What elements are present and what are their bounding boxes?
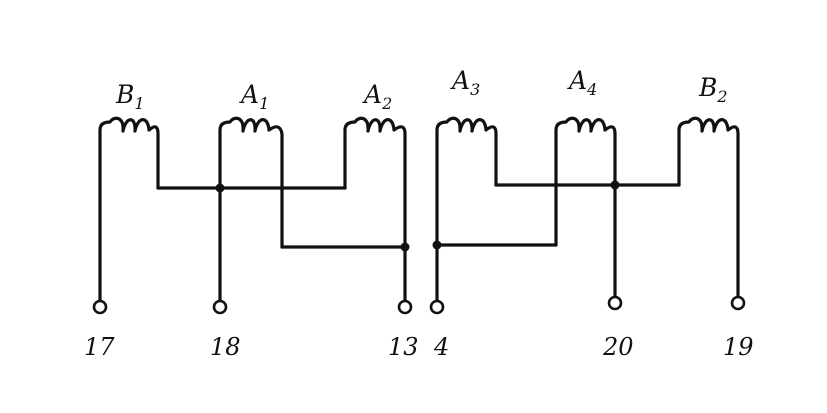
- coil-a3: [435, 116, 498, 302]
- coil-label-a1: A1: [239, 80, 269, 113]
- coil-a2: [343, 116, 407, 302]
- terminal-number-20: 20: [602, 333, 634, 361]
- coil-label-b1: B1: [115, 80, 145, 113]
- terminal-number-19: 19: [723, 333, 754, 361]
- junction-dot: [432, 240, 442, 250]
- terminal-20: [607, 295, 623, 311]
- coil-b2: [677, 116, 740, 302]
- terminal-number-13: 13: [388, 333, 419, 361]
- coil-label-a2: A2: [362, 80, 392, 113]
- terminal-18: [212, 299, 228, 315]
- junction-dot: [215, 183, 225, 193]
- terminal-13: [397, 299, 413, 315]
- terminal-number-18: 18: [210, 333, 241, 361]
- terminal-number-17: 17: [84, 333, 115, 361]
- junction-dot: [400, 242, 410, 252]
- terminal-number-4: 4: [433, 333, 449, 361]
- coil-label-b2: B2: [698, 73, 728, 106]
- coil-a4: [554, 116, 617, 302]
- coil-b1: [98, 116, 160, 302]
- terminal-17: [92, 299, 108, 315]
- junction-dot: [610, 180, 620, 190]
- coil-label-a3: A3: [450, 66, 480, 99]
- terminal-19: [730, 295, 746, 311]
- coil-a1: [218, 116, 284, 302]
- coil-label-a4: A4: [567, 66, 597, 99]
- terminal-4: [429, 299, 445, 315]
